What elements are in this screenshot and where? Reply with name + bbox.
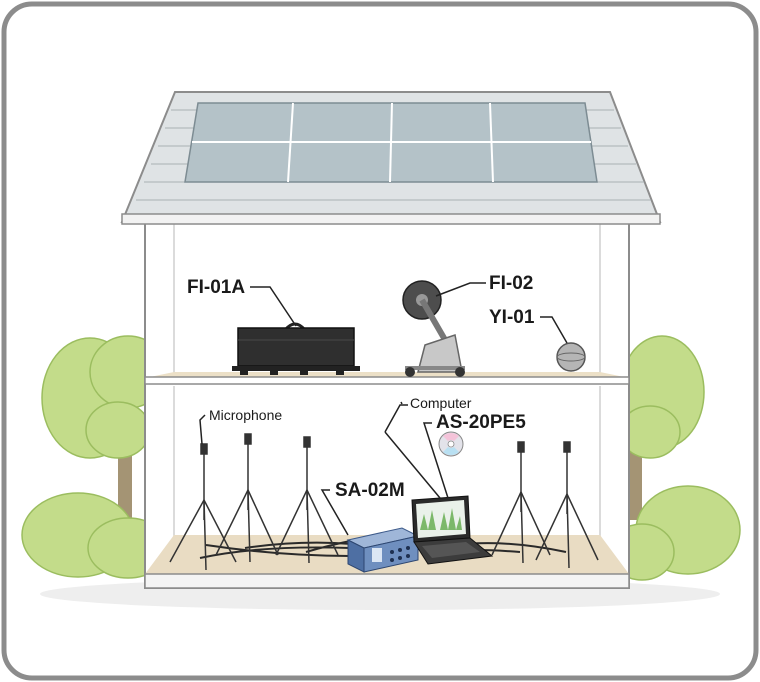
fi-01a-device [232, 322, 360, 375]
sa-02m-device [346, 527, 420, 573]
tripod-icon [169, 433, 599, 571]
right-trees [609, 335, 741, 581]
label-yi-01: YI-01 [489, 307, 535, 328]
label-computer: Computer [410, 395, 472, 411]
label-fi-02: FI-02 [489, 273, 534, 294]
label-as-20pe5: AS-20PE5 [436, 412, 526, 433]
label-sa-02m: SA-02M [335, 480, 405, 501]
yi-01-device [556, 342, 586, 372]
laptop-icon [411, 495, 494, 565]
leader-lines [199, 282, 568, 536]
label-microphone: Microphone [209, 407, 283, 423]
cd-icon [438, 431, 464, 457]
roof [120, 91, 662, 225]
label-fi-01a: FI-01A [187, 277, 246, 298]
fi-02-device [402, 280, 465, 377]
